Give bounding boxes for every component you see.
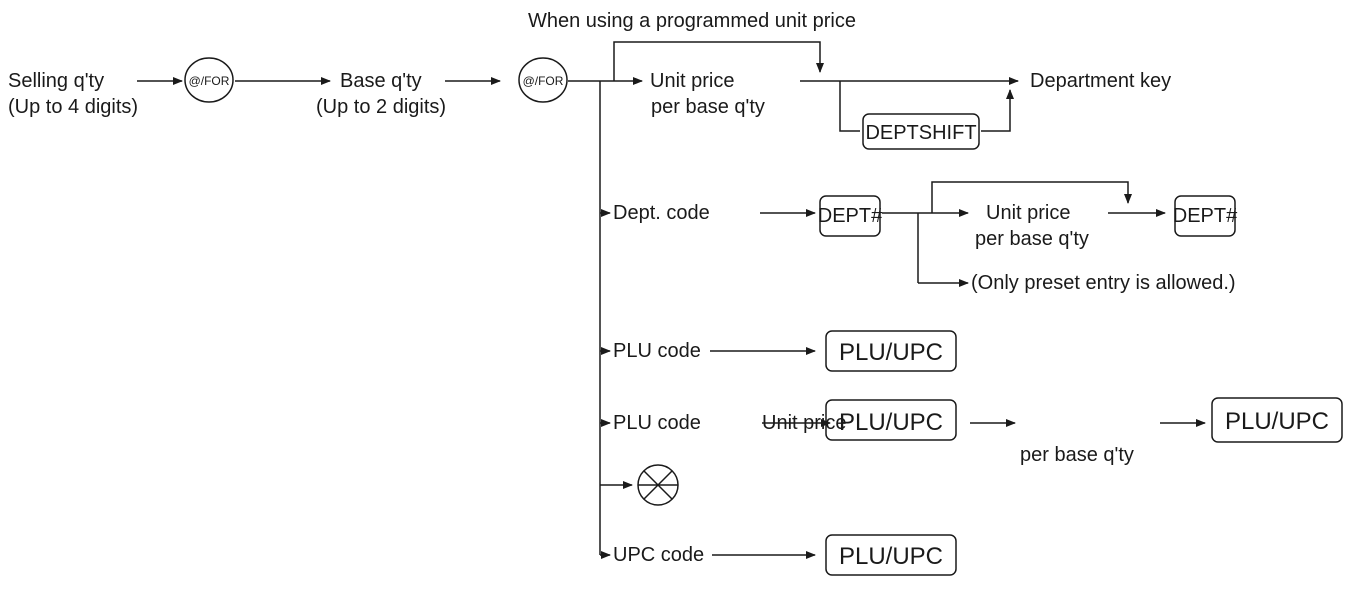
unit-price-label-2: Unit price: [986, 202, 1070, 224]
selling-qty-label: Selling q'ty: [8, 70, 104, 92]
connector: [839, 81, 860, 132]
base-qty-sublabel: (Up to 2 digits): [316, 96, 446, 118]
plu-upc-key-2[interactable]: PLU/UPC: [825, 399, 957, 441]
plu-code-label-1: PLU code: [613, 340, 701, 362]
at-for-key-2-label: @/FOR: [523, 74, 564, 88]
dept-hash-key-1[interactable]: DEPT#: [818, 195, 883, 237]
circle-x-key-icon[interactable]: [637, 464, 679, 506]
only-preset-label: (Only preset entry is allowed.): [971, 272, 1236, 294]
at-for-key-2[interactable]: @/FOR: [518, 57, 568, 103]
at-for-key-1-label: @/FOR: [189, 74, 230, 88]
preset-bypass: [931, 181, 1132, 213]
plu-upc-key-1[interactable]: PLU/UPC: [825, 330, 957, 372]
dept-hash-key-2-label: DEPT#: [1173, 205, 1238, 227]
selling-qty-sublabel: (Up to 4 digits): [8, 96, 138, 118]
dept-hash-key-2[interactable]: DEPT#: [1173, 195, 1238, 237]
programmed-bypass: [613, 41, 824, 81]
plu-upc-key-2-label: PLU/UPC: [839, 409, 943, 436]
plu-code-label-2: PLU code: [613, 412, 701, 434]
programmed-price-label: When using a programmed unit price: [528, 10, 856, 32]
plu-upc-key-4-label: PLU/UPC: [839, 543, 943, 570]
per-base-label-3: per base q'ty: [1020, 444, 1134, 466]
department-key-label: Department key: [1030, 70, 1171, 92]
connector: [981, 89, 1014, 132]
unit-price-label-1: Unit price: [650, 70, 734, 92]
plu-upc-key-3[interactable]: PLU/UPC: [1211, 397, 1343, 443]
dept-hash-key-1-label: DEPT#: [818, 205, 883, 227]
dept-code-label: Dept. code: [613, 202, 710, 224]
plu-upc-key-3-label: PLU/UPC: [1225, 408, 1329, 435]
upc-code-label: UPC code: [613, 544, 704, 566]
at-for-key-1[interactable]: @/FOR: [184, 57, 234, 103]
plu-upc-key-4[interactable]: PLU/UPC: [825, 534, 957, 576]
deptshift-key-label: DEPTSHIFT: [865, 122, 976, 144]
deptshift-key[interactable]: DEPTSHIFT: [862, 113, 980, 150]
base-qty-label: Base q'ty: [340, 70, 422, 92]
per-base-label-1: per base q'ty: [651, 96, 765, 118]
plu-upc-key-1-label: PLU/UPC: [839, 339, 943, 366]
per-base-label-2: per base q'ty: [975, 228, 1089, 250]
